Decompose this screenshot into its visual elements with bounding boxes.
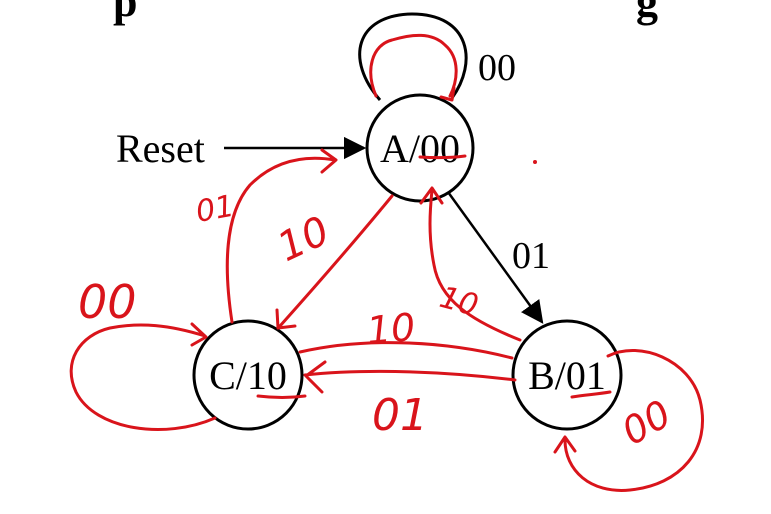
handwritten-c-to-b: [298, 341, 514, 360]
handwritten-c-self-loop: [69, 322, 217, 431]
label-a-to-b: 01: [512, 235, 550, 277]
handwritten-underline-a: [418, 154, 467, 160]
stray-ink-dot: [533, 160, 537, 164]
self-loop-a: [358, 12, 468, 101]
handwritten-c-to-a: [225, 148, 338, 324]
title-fragment-right: g: [636, 0, 658, 26]
state-c-label: C/10: [209, 353, 287, 398]
handwritten-b-to-c: [303, 360, 517, 394]
state-c: [192, 319, 304, 431]
state-a-label: A/00: [380, 126, 460, 171]
title-fragment-left: p: [113, 0, 137, 26]
hw-label-b-to-c: 01: [372, 390, 428, 441]
hw-label-a-to-c: 10: [271, 208, 337, 271]
reset-label: Reset: [116, 126, 205, 171]
handwritten-underline-b: [570, 390, 612, 399]
state-b-label: B/01: [528, 353, 606, 398]
handwritten-underline-c: [256, 394, 307, 399]
hw-label-c-self-loop: 00: [78, 275, 137, 329]
handwritten-b-to-a: [419, 186, 522, 342]
transition-a-to-b: [446, 191, 544, 324]
hw-label-c-to-b: 10: [365, 305, 417, 353]
state-b: [511, 319, 623, 431]
handwritten-a-self-loop: [369, 33, 458, 102]
label-a-self-loop: 00: [478, 47, 516, 89]
hw-label-c-to-a: 01: [193, 189, 237, 230]
handwritten-a-to-c: [275, 194, 394, 330]
hw-label-b-self-loop: 00: [615, 392, 679, 454]
state-a: [365, 93, 475, 203]
handwritten-b-self-loop: [553, 349, 705, 492]
